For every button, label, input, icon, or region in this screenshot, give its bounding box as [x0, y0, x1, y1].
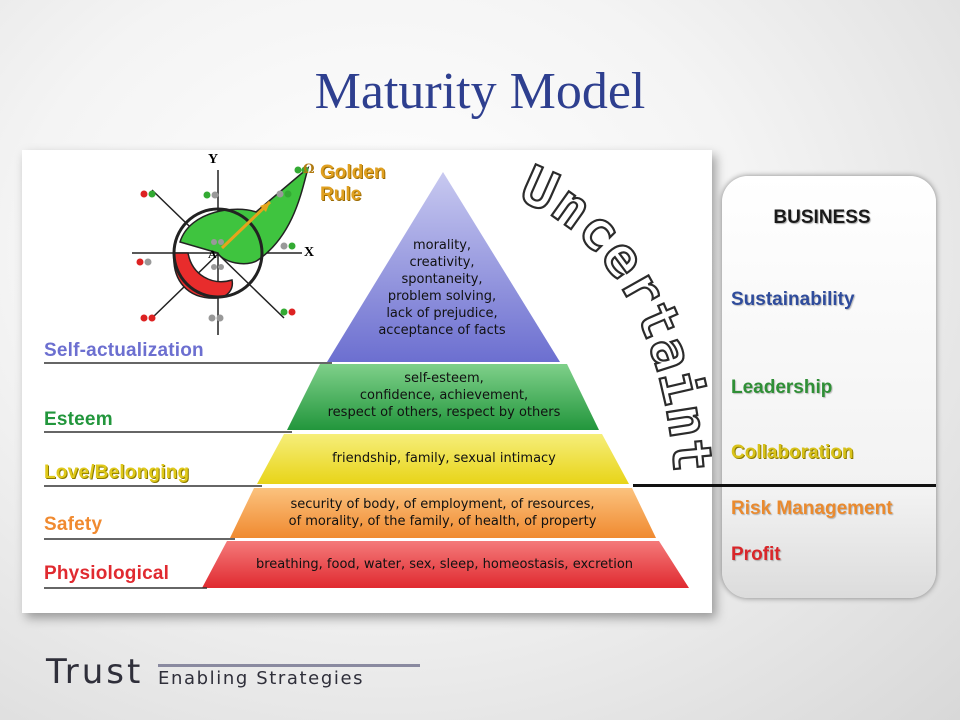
tier-text-safety: security of body, of employment, of reso… [250, 496, 635, 530]
tier-line: creativity, [409, 255, 475, 270]
axis-x-label: X [304, 245, 315, 260]
tier-esteem [287, 364, 599, 430]
tier-line: respect of others, respect by others [327, 405, 561, 420]
golden-rule-label: Golden Rule [320, 162, 385, 206]
tier-text-physiological: breathing, food, water, sex, sleep, home… [212, 556, 677, 573]
tier-line: self-esteem, [404, 371, 484, 386]
tier-love [257, 434, 629, 484]
tier-line: problem solving, [387, 289, 497, 304]
level-esteem: Esteem [44, 409, 113, 430]
business-panel [722, 176, 936, 598]
tier-text-esteem: self-esteem, confidence, achievement, re… [304, 370, 584, 421]
level-self-actualization: Self-actualization [44, 340, 204, 361]
level-safety: Safety [44, 514, 103, 535]
tier-line: morality, [412, 238, 472, 253]
coordinate-diagram [132, 165, 310, 335]
maslow-panel: Uncertainty Y X A Ω Golden Rule Self-act… [22, 150, 712, 613]
tier-line: breathing, food, water, sex, sleep, home… [255, 557, 634, 572]
slide-title: Maturity Model [314, 63, 646, 120]
tier-text-self-actualization: morality, creativity, spontaneity, probl… [362, 237, 522, 339]
tier-safety [230, 488, 656, 538]
tier-line: of morality, of the family, of health, o… [288, 514, 597, 529]
tier-line: spontaneity, [401, 272, 483, 287]
logo-sub-text: Enabling Strategies [158, 668, 365, 689]
tier-line: lack of prejudice, [386, 306, 498, 321]
tier-line: security of body, of employment, of reso… [290, 497, 595, 512]
business-collaboration: Collaboration [731, 442, 854, 463]
divider-line [633, 484, 936, 487]
golden-rule-line-1: Golden [320, 162, 386, 183]
pyramid-graphic: Uncertainty [22, 150, 712, 589]
trust-logo: Trust Enabling Strategies [46, 652, 420, 692]
business-sustainability: Sustainability [731, 289, 855, 310]
tier-physiological [202, 541, 689, 588]
golden-rule-line-2: Rule [320, 184, 362, 205]
business-risk-management: Risk Management [731, 498, 893, 519]
tier-line: acceptance of facts [378, 323, 506, 338]
tier-text-love: friendship, family, sexual intimacy [284, 450, 604, 467]
logo-bar [158, 664, 420, 667]
point-a-label: A [208, 247, 217, 261]
business-title: BUSINESS [773, 207, 871, 228]
tier-self-actualization [327, 172, 560, 362]
level-love-belonging: Love/Belonging [44, 462, 190, 483]
tier-line: confidence, achievement, [359, 388, 529, 403]
axis-y-label: Y [208, 152, 219, 167]
level-physiological: Physiological [44, 563, 170, 584]
logo-main-text: Trust [46, 652, 144, 692]
omega-symbol: Ω [303, 162, 315, 177]
business-profit: Profit [731, 544, 781, 565]
tier-line: friendship, family, sexual intimacy [332, 451, 556, 466]
business-leadership: Leadership [731, 377, 833, 398]
